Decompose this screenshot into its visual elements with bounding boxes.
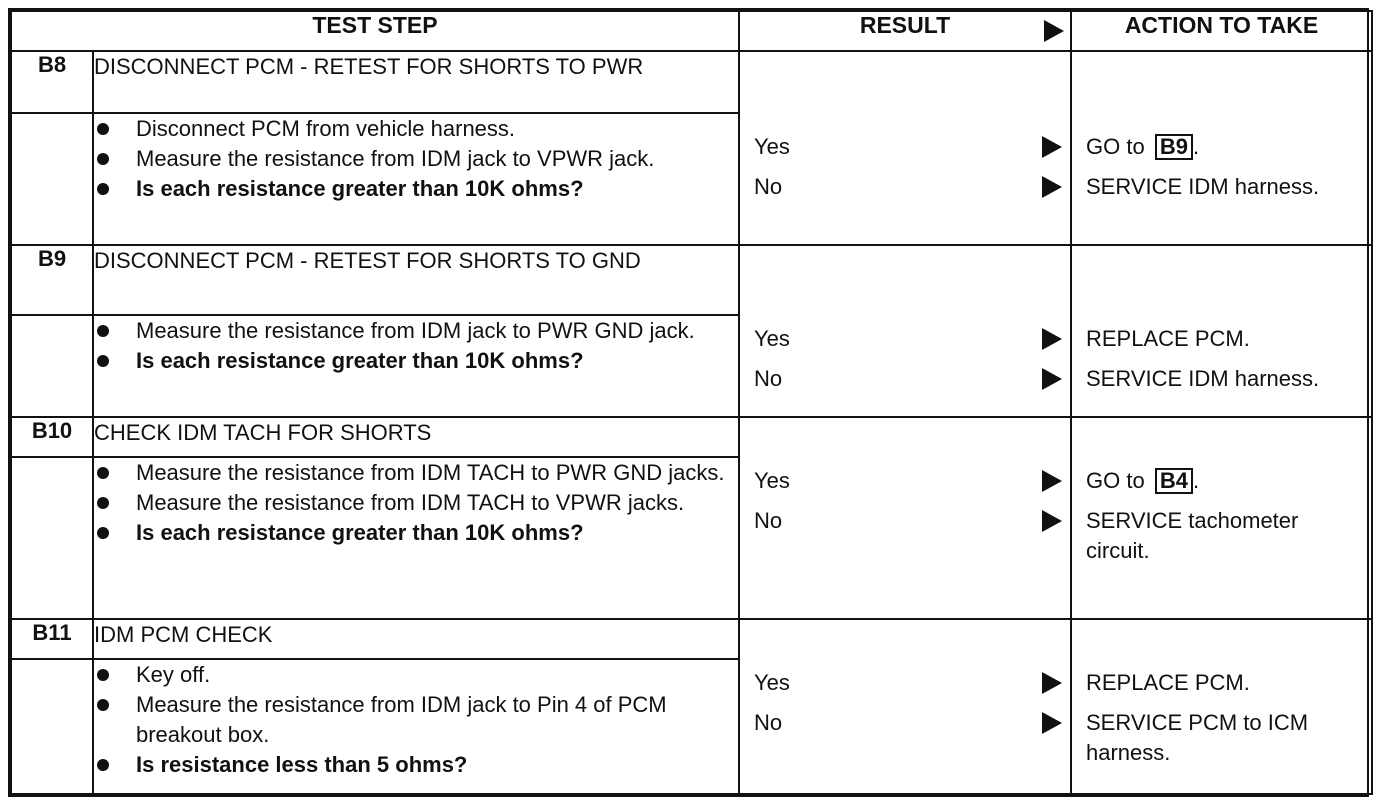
result-no-b9: No [740,364,1070,394]
step-bullets-b8: Disconnect PCM from vehicle harness. Mea… [94,114,738,204]
step-body-b10: Measure the resistance from IDM TACH to … [92,456,740,620]
step-title-b9: DISCONNECT PCM - RETEST FOR SHORTS TO GN… [92,244,740,316]
bullet-icon [97,527,109,539]
bullet-icon [97,355,109,367]
step-id-spacer [10,314,94,418]
bullet-icon [97,497,109,509]
step-title-row-b11: B11 IDM PCM CHECK Yes No REPLACE PCM. SE… [10,618,1373,795]
header-action: ACTION TO TAKE [1070,10,1373,52]
bullet-item: Measure the resistance from IDM jack to … [94,144,738,174]
action-cell-b8: GO to B9. SERVICE IDM harness. [1070,50,1373,246]
bullet-item: Measure the resistance from IDM jack to … [94,316,738,346]
result-no-b10: No [740,506,1070,536]
arrow-right-icon [1042,510,1062,532]
arrow-right-icon [1042,470,1062,492]
action-no-b11: SERVICE PCM to ICM harness. [1086,710,1309,765]
step-id-b8: B8 [10,50,94,114]
step-body-row-b9: Measure the resistance from IDM jack to … [10,314,1372,418]
action-yes-b8: GO to B9. [1086,134,1200,160]
result-yes-b9: Yes [740,324,1070,354]
step-reference-b4[interactable]: B4 [1154,468,1193,494]
step-body-row-b10: Measure the resistance from IDM TACH to … [10,456,1372,620]
bullet-icon [97,325,109,337]
step-title-b8: DISCONNECT PCM - RETEST FOR SHORTS TO PW… [92,50,740,114]
arrow-right-icon [1044,20,1064,42]
bullet-icon [97,183,109,195]
diagnostic-table: TEST STEP RESULT ACTION TO TAKE B8 DISCO… [10,10,1373,795]
step-id-spacer [10,658,94,795]
step-bullets-b10: Measure the resistance from IDM TACH to … [94,458,738,548]
bullet-question: Is each resistance greater than 10K ohms… [94,174,738,204]
header-result: RESULT [738,10,1072,52]
step-body-b8: Disconnect PCM from vehicle harness. Mea… [92,112,740,246]
action-cell-b9: REPLACE PCM. SERVICE IDM harness. [1070,244,1373,418]
result-yes-b8: Yes [740,132,1070,162]
bullet-icon [97,467,109,479]
result-cell-b8: Yes No [738,50,1072,246]
arrow-right-icon [1042,176,1062,198]
step-id-b9: B9 [10,244,94,316]
result-no-b11: No [740,708,1070,738]
step-title-b11: IDM PCM CHECK [92,618,740,660]
step-id-b10: B10 [10,416,94,458]
bullet-icon [97,153,109,165]
result-yes-b10: Yes [740,466,1070,496]
step-reference-b9[interactable]: B9 [1154,134,1193,160]
bullet-item: Measure the resistance from IDM TACH to … [94,458,738,488]
bullet-icon [97,669,109,681]
step-title-row-b9: B9 DISCONNECT PCM - RETEST FOR SHORTS TO… [10,244,1373,418]
step-title-row-b8: B8 DISCONNECT PCM - RETEST FOR SHORTS TO… [10,50,1373,246]
step-id-spacer [10,456,94,620]
header-result-label: RESULT [859,12,951,38]
diagnostic-table-sheet: TEST STEP RESULT ACTION TO TAKE B8 DISCO… [8,8,1373,797]
bullet-question: Is each resistance greater than 10K ohms… [94,518,738,548]
bullet-icon [97,123,109,135]
step-bullets-b11: Key off. Measure the resistance from IDM… [94,660,738,780]
step-body-row-b8: Disconnect PCM from vehicle harness. Mea… [10,112,1372,246]
step-title-b10: CHECK IDM TACH FOR SHORTS [92,416,740,458]
table-header-row: TEST STEP RESULT ACTION TO TAKE [10,10,1373,52]
action-no-b8: SERVICE IDM harness. [1086,174,1320,199]
step-body-b11: Key off. Measure the resistance from IDM… [92,658,740,795]
arrow-right-icon [1042,672,1062,694]
step-title-row-b10: B10 CHECK IDM TACH FOR SHORTS Yes No GO … [10,416,1373,620]
result-cell-b9: Yes No [738,244,1072,418]
bullet-question: Is resistance less than 5 ohms? [94,750,738,780]
action-cell-b10: GO to B4. SERVICE tachometer circuit. [1070,416,1373,620]
bullet-item: Key off. [94,660,738,690]
arrow-right-icon [1042,368,1062,390]
arrow-right-icon [1042,712,1062,734]
action-no-b10: SERVICE tachometer circuit. [1086,508,1299,563]
bullet-icon [97,759,109,771]
step-id-b11: B11 [10,618,94,660]
arrow-right-icon [1042,136,1062,158]
result-no-b8: No [740,172,1070,202]
bullet-item: Measure the resistance from IDM TACH to … [94,488,738,518]
bullet-item: Disconnect PCM from vehicle harness. [94,114,738,144]
header-test-step: TEST STEP [10,10,740,52]
action-yes-b10: GO to B4. [1086,468,1200,494]
step-body-row-b11: Key off. Measure the resistance from IDM… [10,658,1372,795]
action-yes-b9: REPLACE PCM. [1086,326,1250,351]
result-cell-b10: Yes No [738,416,1072,620]
action-no-b9: SERVICE IDM harness. [1086,366,1320,391]
result-cell-b11: Yes No [738,618,1072,795]
action-cell-b11: REPLACE PCM. SERVICE PCM to ICM harness. [1070,618,1373,795]
bullet-item: Measure the resistance from IDM jack to … [94,690,738,750]
step-bullets-b9: Measure the resistance from IDM jack to … [94,316,738,376]
step-id-spacer [10,112,94,246]
result-yes-b11: Yes [740,668,1070,698]
arrow-right-icon [1042,328,1062,350]
step-body-b9: Measure the resistance from IDM jack to … [92,314,740,418]
bullet-question: Is each resistance greater than 10K ohms… [94,346,738,376]
action-yes-b11: REPLACE PCM. [1086,670,1250,695]
bullet-icon [97,699,109,711]
